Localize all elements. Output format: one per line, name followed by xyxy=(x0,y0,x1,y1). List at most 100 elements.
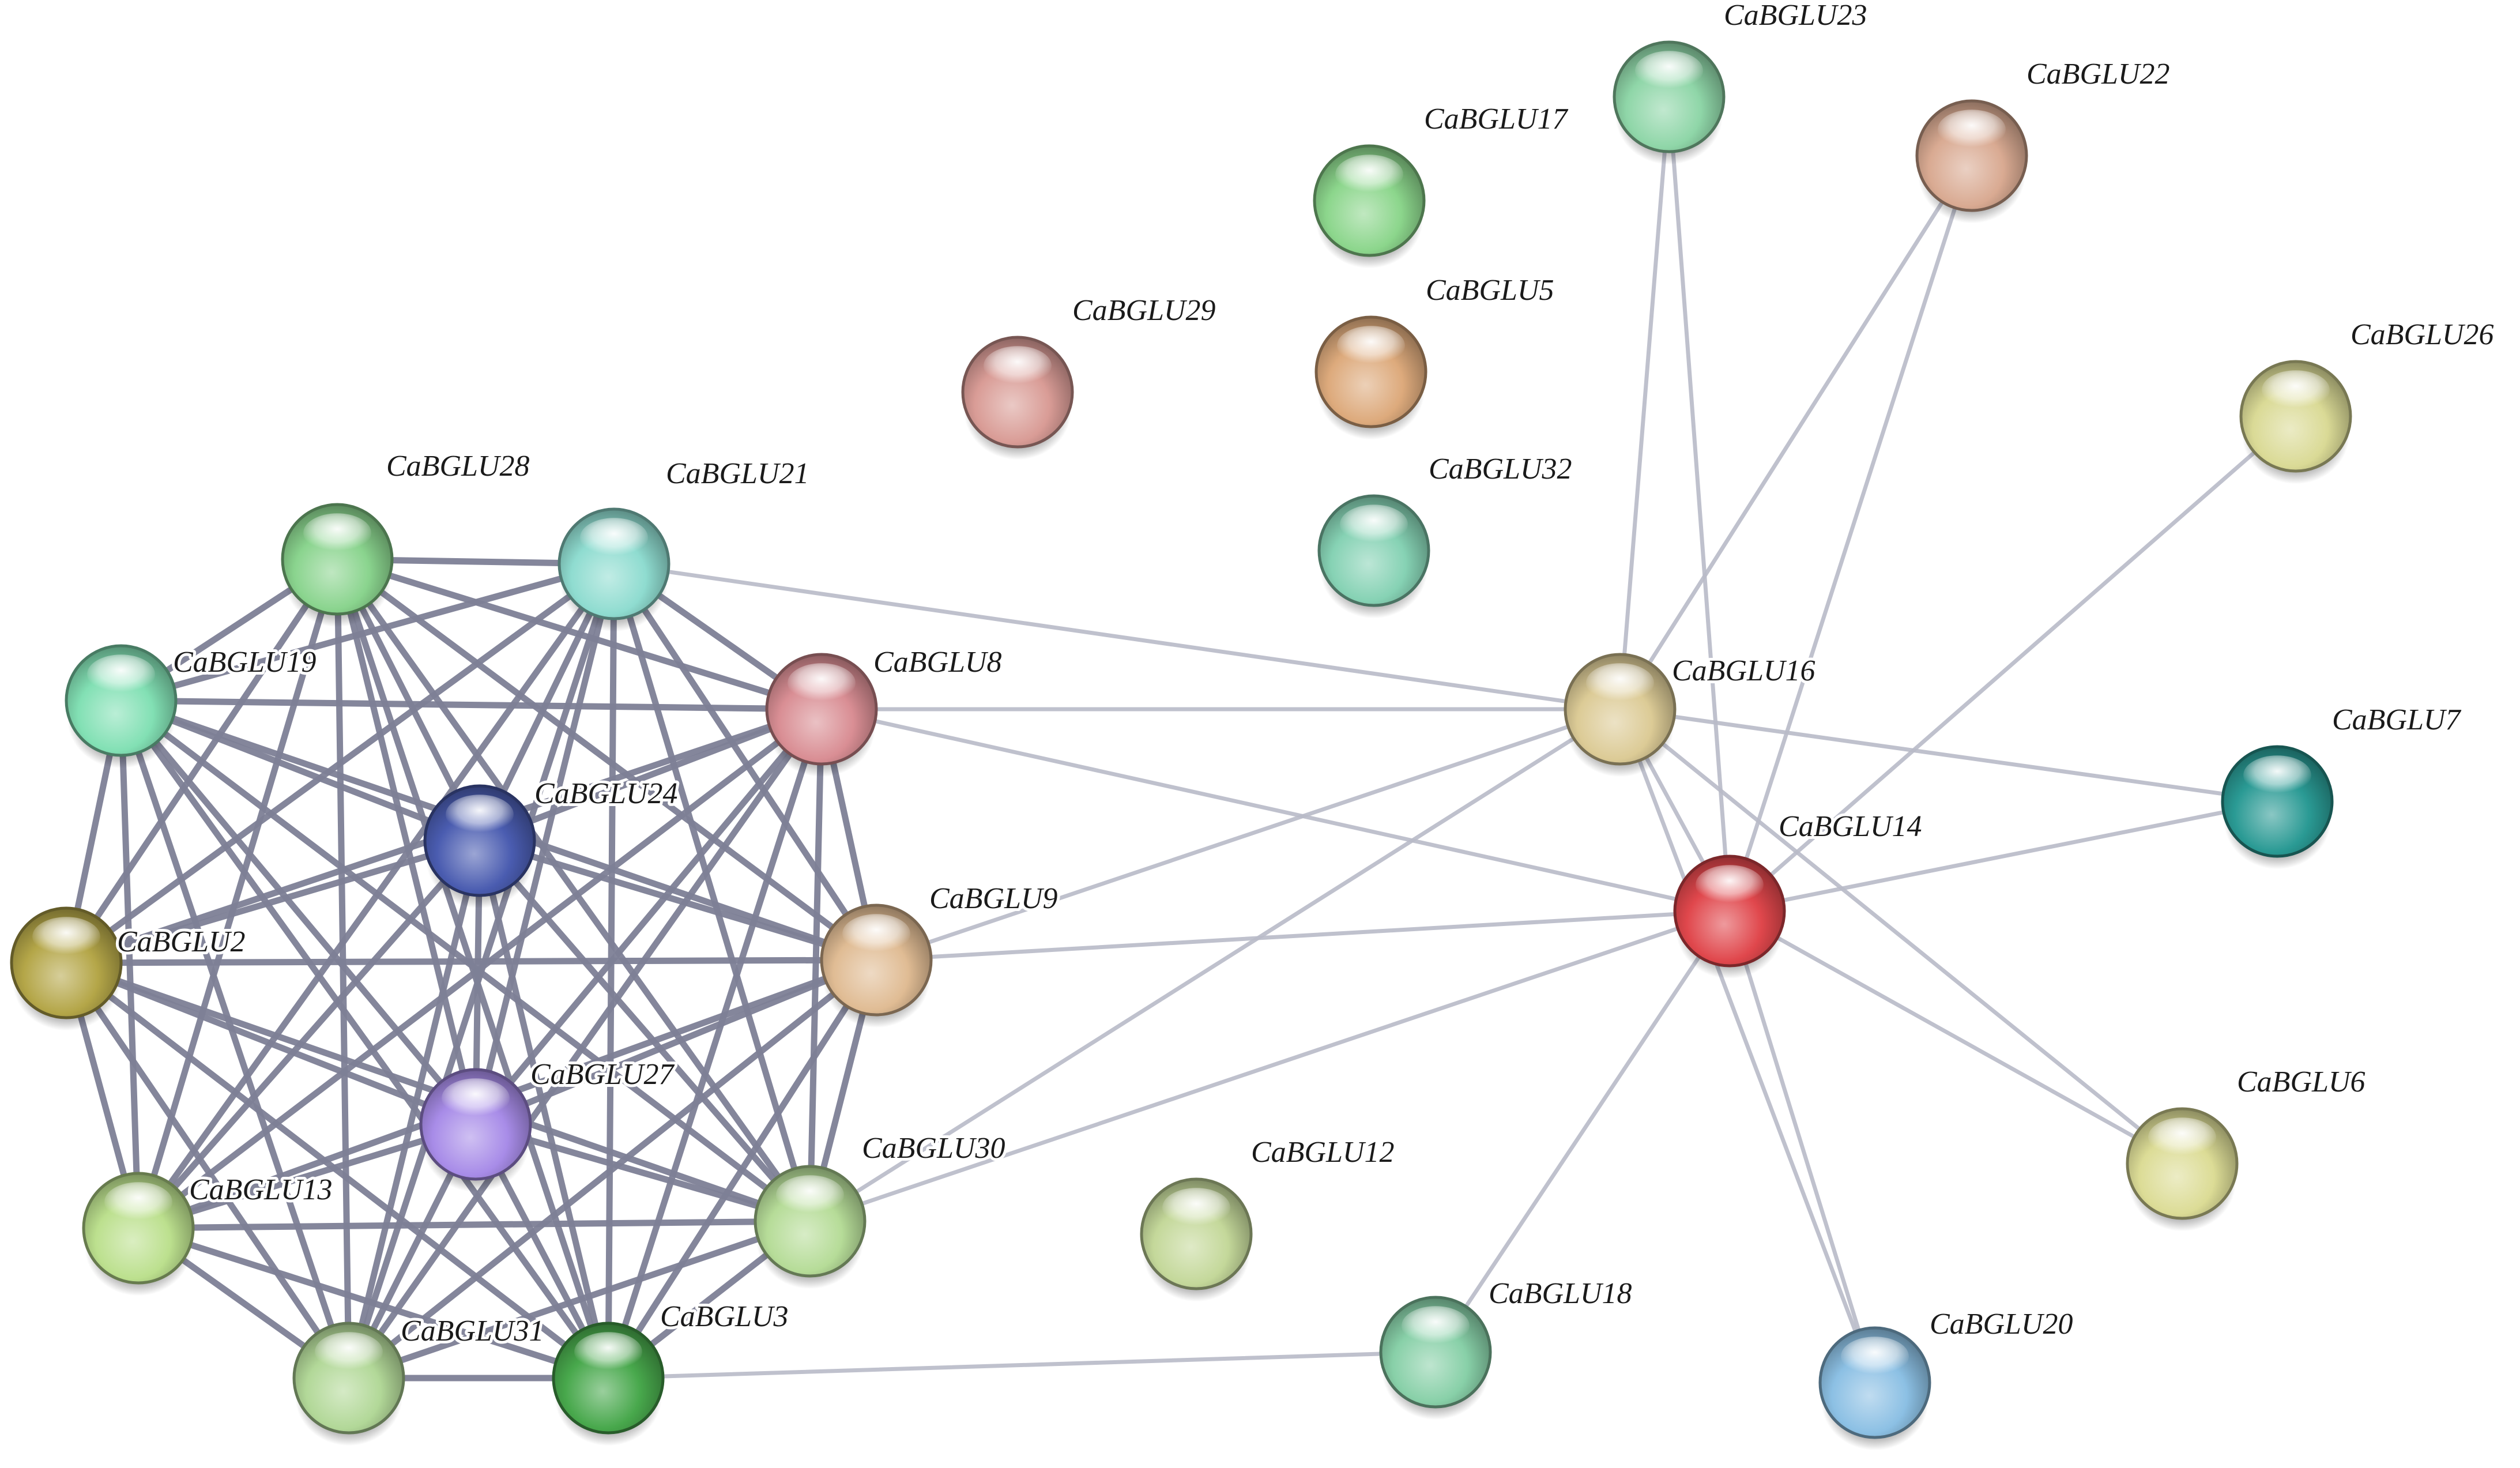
node-cabglu12[interactable]: CaBGLU12 xyxy=(1140,1133,1397,1302)
edge-cabglu24-cabglu31 xyxy=(345,837,483,1382)
edge-cabglu28-cabglu27 xyxy=(334,556,479,1128)
node-highlight xyxy=(303,513,371,553)
node-cabglu31[interactable]: CaBGLU31 xyxy=(292,1312,547,1446)
edge-cabglu8-cabglu3 xyxy=(605,706,825,1382)
node-highlight xyxy=(788,663,856,703)
node-cabglu26[interactable]: CaBGLU26 xyxy=(2239,315,2496,484)
edge-cabglu19-cabglu31 xyxy=(118,697,352,1382)
node-highlight xyxy=(1335,155,1403,194)
node-label-cabglu9: CaBGLU9 xyxy=(929,882,1057,915)
node-highlight xyxy=(1938,110,2006,149)
node-cabglu29[interactable]: CaBGLU29 xyxy=(961,291,1218,460)
edge-cabglu16-cabglu22 xyxy=(1618,153,1974,712)
node-label-cabglu17: CaBGLU17 xyxy=(1424,103,1568,135)
edge-cabglu27-cabglu30 xyxy=(472,1121,813,1225)
node-highlight xyxy=(1696,865,1764,905)
node-cabglu21[interactable]: CaBGLU21 xyxy=(558,454,812,632)
node-cabglu7[interactable]: CaBGLU7 xyxy=(2221,701,2464,869)
edge-cabglu30-cabglu31 xyxy=(345,1218,813,1382)
node-cabglu14[interactable]: CaBGLU14 xyxy=(1673,807,1924,979)
node-highlight xyxy=(1841,1337,1909,1376)
edge-cabglu13-cabglu3 xyxy=(135,1225,612,1382)
node-label-cabglu24: CaBGLU24 xyxy=(534,777,677,810)
node-cabglu19[interactable]: CaBGLU19 xyxy=(65,643,319,769)
edge-cabglu21-cabglu9 xyxy=(611,560,880,963)
node-label-cabglu8: CaBGLU8 xyxy=(873,646,1001,679)
node-highlight xyxy=(1635,51,1703,91)
edge-cabglu19-cabglu8 xyxy=(118,697,825,713)
node-label-cabglu14: CaBGLU14 xyxy=(1779,810,1922,843)
node-label-cabglu21: CaBGLU21 xyxy=(666,457,809,490)
edge-cabglu14-cabglu23 xyxy=(1667,95,1732,913)
node-highlight xyxy=(2243,755,2311,795)
node-label-cabglu3: CaBGLU3 xyxy=(660,1300,788,1333)
node-label-cabglu28: CaBGLU28 xyxy=(386,450,529,483)
node-highlight xyxy=(984,346,1052,386)
node-label-cabglu5: CaBGLU5 xyxy=(1426,274,1554,307)
edge-cabglu21-cabglu2 xyxy=(63,560,617,966)
node-label-cabglu31: CaBGLU31 xyxy=(401,1315,544,1347)
edge-cabglu28-cabglu30 xyxy=(334,556,813,1225)
node-label-cabglu23: CaBGLU23 xyxy=(1724,0,1867,32)
node-cabglu8[interactable]: CaBGLU8 xyxy=(765,643,1004,777)
node-cabglu30[interactable]: CaBGLU30 xyxy=(754,1129,1008,1289)
node-label-cabglu12: CaBGLU12 xyxy=(1251,1136,1394,1169)
edge-cabglu24-cabglu2 xyxy=(63,837,483,966)
node-label-cabglu26: CaBGLU26 xyxy=(2351,318,2493,351)
node-highlight xyxy=(1402,1306,1470,1346)
edge-cabglu21-cabglu16 xyxy=(612,562,1622,712)
node-cabglu27[interactable]: CaBGLU27 xyxy=(419,1055,677,1192)
node-cabglu28[interactable]: CaBGLU28 xyxy=(281,447,532,627)
node-highlight xyxy=(574,1332,642,1372)
edge-cabglu13-cabglu30 xyxy=(135,1218,813,1232)
edge-cabglu14-cabglu18 xyxy=(1433,909,1732,1354)
node-label-cabglu2: CaBGLU2 xyxy=(117,925,245,958)
edge-cabglu9-cabglu3 xyxy=(605,957,880,1382)
node-cabglu6[interactable]: CaBGLU6 xyxy=(2126,1063,2368,1232)
edge-cabglu8-cabglu31 xyxy=(345,706,825,1382)
edge-cabglu14-cabglu26 xyxy=(1727,414,2298,913)
edge-cabglu2-cabglu9 xyxy=(63,957,880,966)
node-highlight xyxy=(315,1332,383,1372)
edge-cabglu21-cabglu3 xyxy=(605,560,617,1382)
edge-cabglu16-cabglu20 xyxy=(1618,707,1877,1385)
node-label-cabglu13: CaBGLU13 xyxy=(189,1173,332,1206)
node-highlight xyxy=(1337,326,1405,366)
node-cabglu23[interactable]: CaBGLU23 xyxy=(1613,0,1870,165)
node-highlight xyxy=(1340,505,1408,544)
edge-cabglu28-cabglu9 xyxy=(334,556,880,963)
node-highlight xyxy=(87,654,155,694)
edge-cabglu24-cabglu30 xyxy=(476,837,813,1225)
edge-cabglu16-cabglu6 xyxy=(1618,707,2184,1166)
node-label-cabglu19: CaBGLU19 xyxy=(173,646,316,679)
node-label-cabglu20: CaBGLU20 xyxy=(1930,1308,2073,1341)
nodes-layer: CaBGLU23CaBGLU22CaBGLU17CaBGLU5CaBGLU29C… xyxy=(10,0,2496,1451)
node-cabglu16[interactable]: CaBGLU16 xyxy=(1564,652,1818,777)
node-cabglu2[interactable]: CaBGLU2 xyxy=(10,906,248,1031)
node-highlight xyxy=(842,914,910,954)
node-highlight xyxy=(446,795,514,834)
edge-cabglu19-cabglu3 xyxy=(118,697,612,1382)
node-cabglu5[interactable]: CaBGLU5 xyxy=(1314,271,1557,440)
node-label-cabglu6: CaBGLU6 xyxy=(2237,1066,2365,1098)
edge-cabglu21-cabglu19 xyxy=(118,560,617,704)
edge-cabglu9-cabglu31 xyxy=(345,957,880,1382)
node-label-cabglu16: CaBGLU16 xyxy=(1672,654,1815,687)
node-cabglu24[interactable]: CaBGLU24 xyxy=(423,774,680,909)
node-cabglu9[interactable]: CaBGLU9 xyxy=(820,879,1060,1028)
node-label-cabglu30: CaBGLU30 xyxy=(862,1132,1005,1165)
node-cabglu17[interactable]: CaBGLU17 xyxy=(1313,100,1571,269)
node-highlight xyxy=(776,1175,844,1215)
node-cabglu3[interactable]: CaBGLU3 xyxy=(552,1297,791,1446)
edge-cabglu9-cabglu16 xyxy=(874,707,1622,962)
node-label-cabglu22: CaBGLU22 xyxy=(2026,58,2169,91)
edge-cabglu24-cabglu13 xyxy=(135,837,483,1232)
edge-cabglu2-cabglu31 xyxy=(63,959,352,1382)
node-cabglu22[interactable]: CaBGLU22 xyxy=(1915,55,2172,224)
node-cabglu20[interactable]: CaBGLU20 xyxy=(1818,1305,2075,1451)
node-cabglu18[interactable]: CaBGLU18 xyxy=(1379,1274,1634,1420)
edge-cabglu14-cabglu6 xyxy=(1727,909,2184,1166)
edge-cabglu9-cabglu14 xyxy=(874,909,1732,962)
node-cabglu13[interactable]: CaBGLU13 xyxy=(82,1170,335,1296)
node-cabglu32[interactable]: CaBGLU32 xyxy=(1317,450,1574,619)
